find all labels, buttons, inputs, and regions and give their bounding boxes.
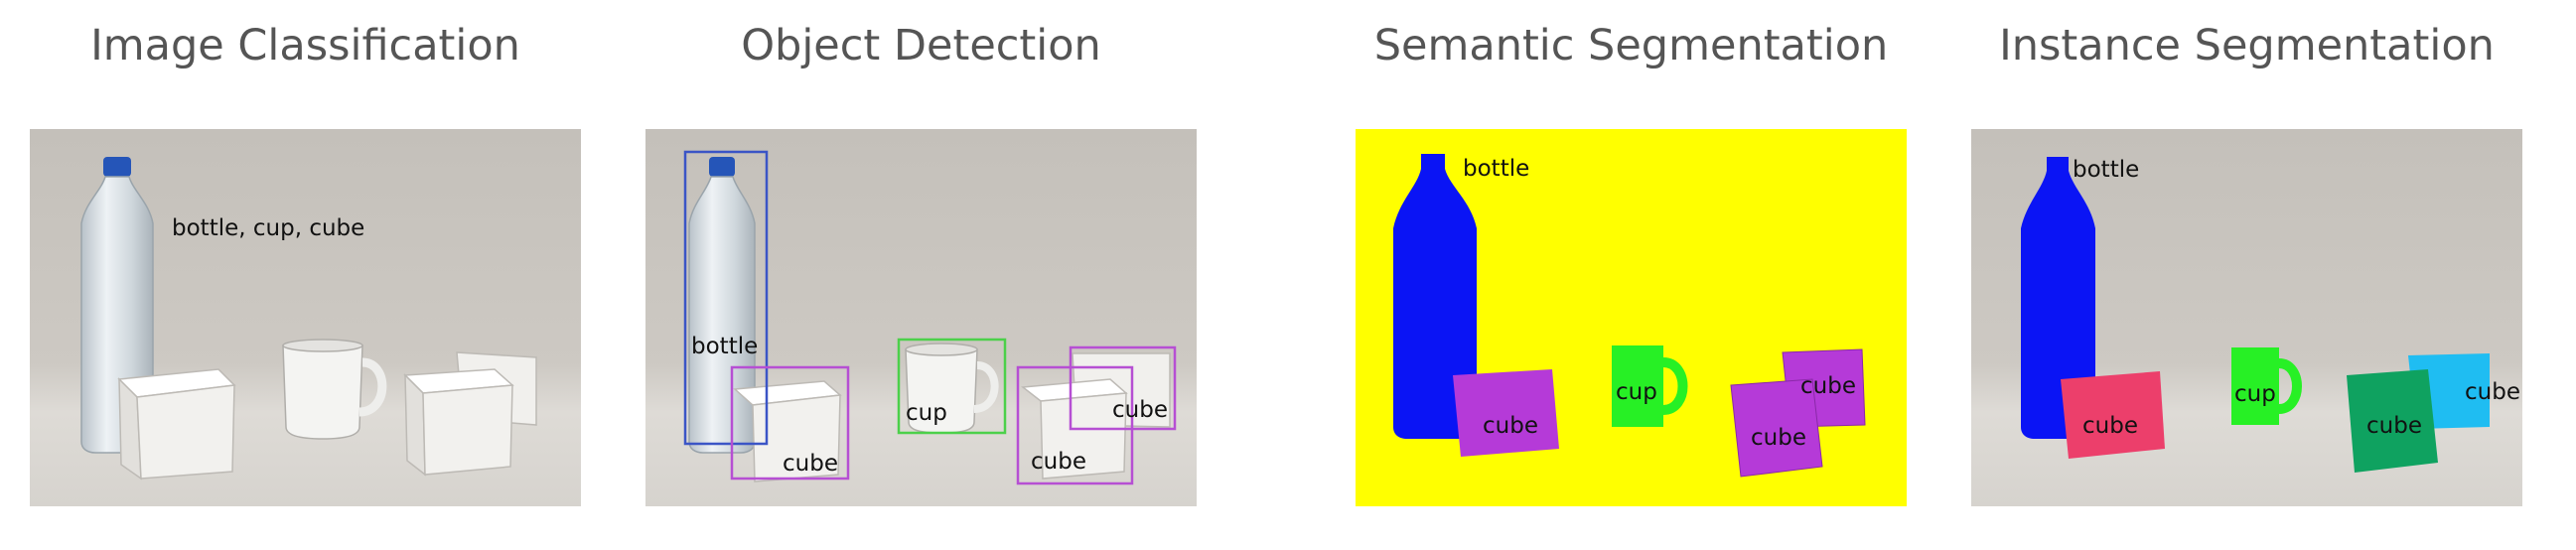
cube-label-red: cube — [2082, 413, 2138, 439]
cup-mask-handle — [1662, 357, 1688, 415]
cup-photo — [905, 343, 999, 434]
cup-bounding-box — [897, 338, 1007, 435]
title-image-classification: Image Classification — [90, 21, 520, 70]
bottle-mask — [2021, 157, 2095, 439]
cube-photo-right — [403, 368, 514, 477]
cube-bounding-box-right — [1016, 365, 1134, 485]
cube-mask-green — [2347, 369, 2438, 473]
cube-mask-red — [2061, 371, 2165, 459]
cube-photo-left — [117, 368, 236, 481]
cup-photo — [282, 339, 387, 440]
bottle-label: bottle — [1463, 156, 1529, 182]
bottle-photo — [688, 157, 756, 454]
title-semantic-segmentation: Semantic Segmentation — [1373, 21, 1889, 70]
bottle-label: bottle — [2073, 157, 2139, 183]
cube-label-left: cube — [783, 451, 838, 477]
cube-label-green: cube — [2366, 413, 2422, 439]
cube-label-front: cube — [1751, 425, 1806, 451]
semantic-panel: bottle cube cup cube cube — [1356, 129, 1907, 506]
cup-mask-body — [1612, 345, 1663, 427]
classification-panel: bottle, cup, cube — [30, 129, 581, 506]
title-instance-segmentation: Instance Segmentation — [1999, 21, 2495, 70]
cube-bounding-box-back — [1069, 345, 1177, 431]
cube-label-back: cube — [1800, 373, 1856, 399]
cup-mask-handle — [2278, 358, 2302, 414]
bottle-mask — [1393, 154, 1477, 439]
title-object-detection: Object Detection — [741, 21, 1101, 70]
bottle-label: bottle — [691, 334, 758, 359]
cube-bounding-box-left — [730, 365, 850, 481]
cup-label: cup — [906, 400, 947, 426]
cube-label-left: cube — [1483, 413, 1538, 439]
cube-label-right: cube — [1031, 449, 1086, 475]
detection-panel: bottle cup cube cube cube — [645, 129, 1197, 506]
bottle-bounding-box — [683, 150, 769, 446]
cube-photo-left — [733, 380, 842, 482]
cube-photo-right — [1021, 378, 1128, 480]
cube-mask-left — [1453, 369, 1559, 457]
cup-label: cup — [2234, 381, 2276, 407]
bottle-cap — [103, 157, 131, 177]
cube-label-back: cube — [1112, 397, 1168, 423]
classification-label: bottle, cup, cube — [172, 215, 364, 241]
instance-panel: bottle cube cup cube cube — [1971, 129, 2522, 506]
cube-label-cyan: cube — [2465, 379, 2520, 405]
cup-label: cup — [1616, 379, 1657, 405]
cup-mask-body — [2231, 347, 2279, 425]
cube-mask-front — [1730, 378, 1823, 478]
